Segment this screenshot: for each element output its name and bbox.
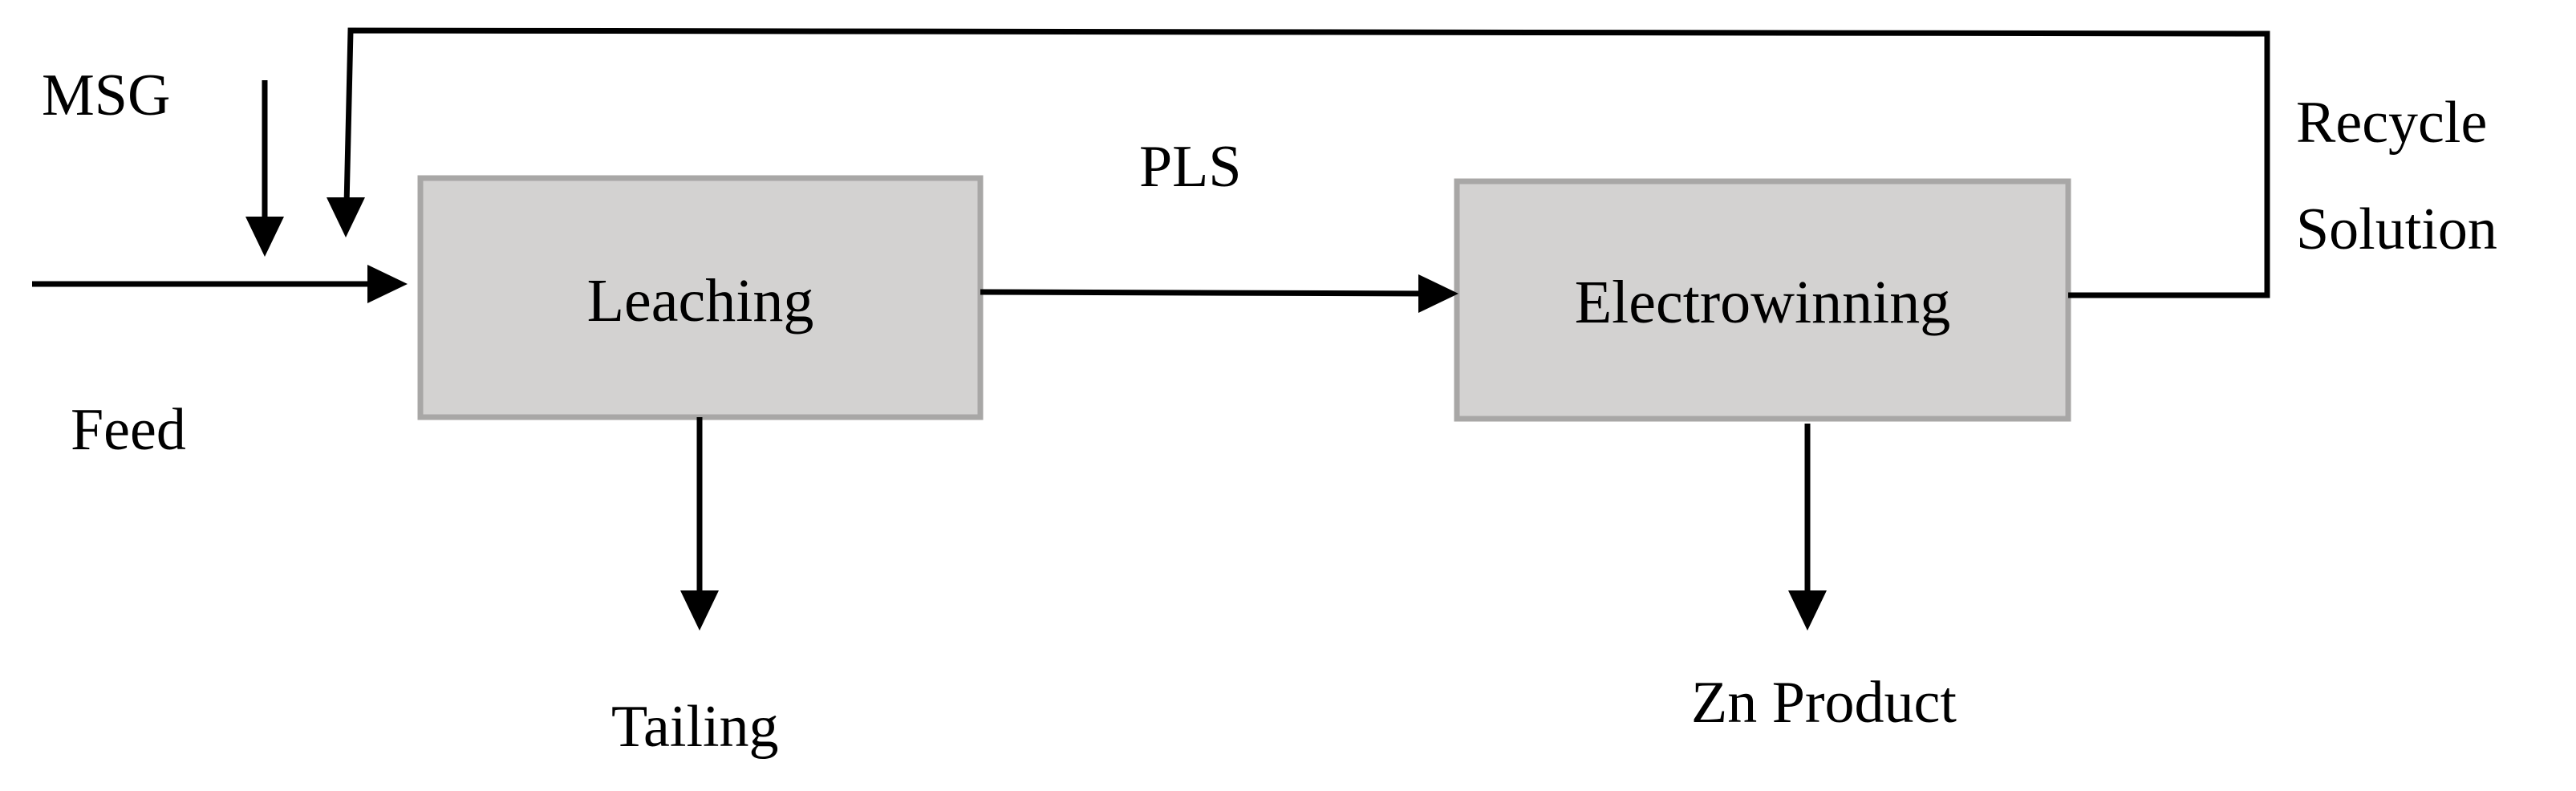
electrowinning-label: Electrowinning bbox=[1575, 269, 1951, 336]
tailing-arrow bbox=[680, 417, 719, 631]
leaching-node: Leaching bbox=[417, 175, 984, 420]
leaching-label: Leaching bbox=[587, 267, 814, 335]
feed-arrow bbox=[32, 265, 408, 303]
recycle-label: Recycle bbox=[2296, 90, 2487, 156]
zn-product-arrow bbox=[1788, 424, 1827, 631]
msg-label: MSG bbox=[42, 63, 170, 128]
pls-label: PLS bbox=[1139, 134, 1242, 200]
solution-label: Solution bbox=[2296, 197, 2497, 262]
recycle-arrow bbox=[327, 27, 2270, 298]
electrowinning-node: Electrowinning bbox=[1454, 178, 2071, 422]
pls-arrow bbox=[980, 274, 1458, 313]
leaching-box bbox=[417, 175, 984, 420]
electrowinning-box bbox=[1454, 178, 2071, 422]
zn-product-label: Zn Product bbox=[1691, 670, 1957, 736]
tailing-label: Tailing bbox=[611, 694, 779, 760]
msg-arrow bbox=[245, 80, 284, 257]
feed-label: Feed bbox=[71, 397, 186, 463]
